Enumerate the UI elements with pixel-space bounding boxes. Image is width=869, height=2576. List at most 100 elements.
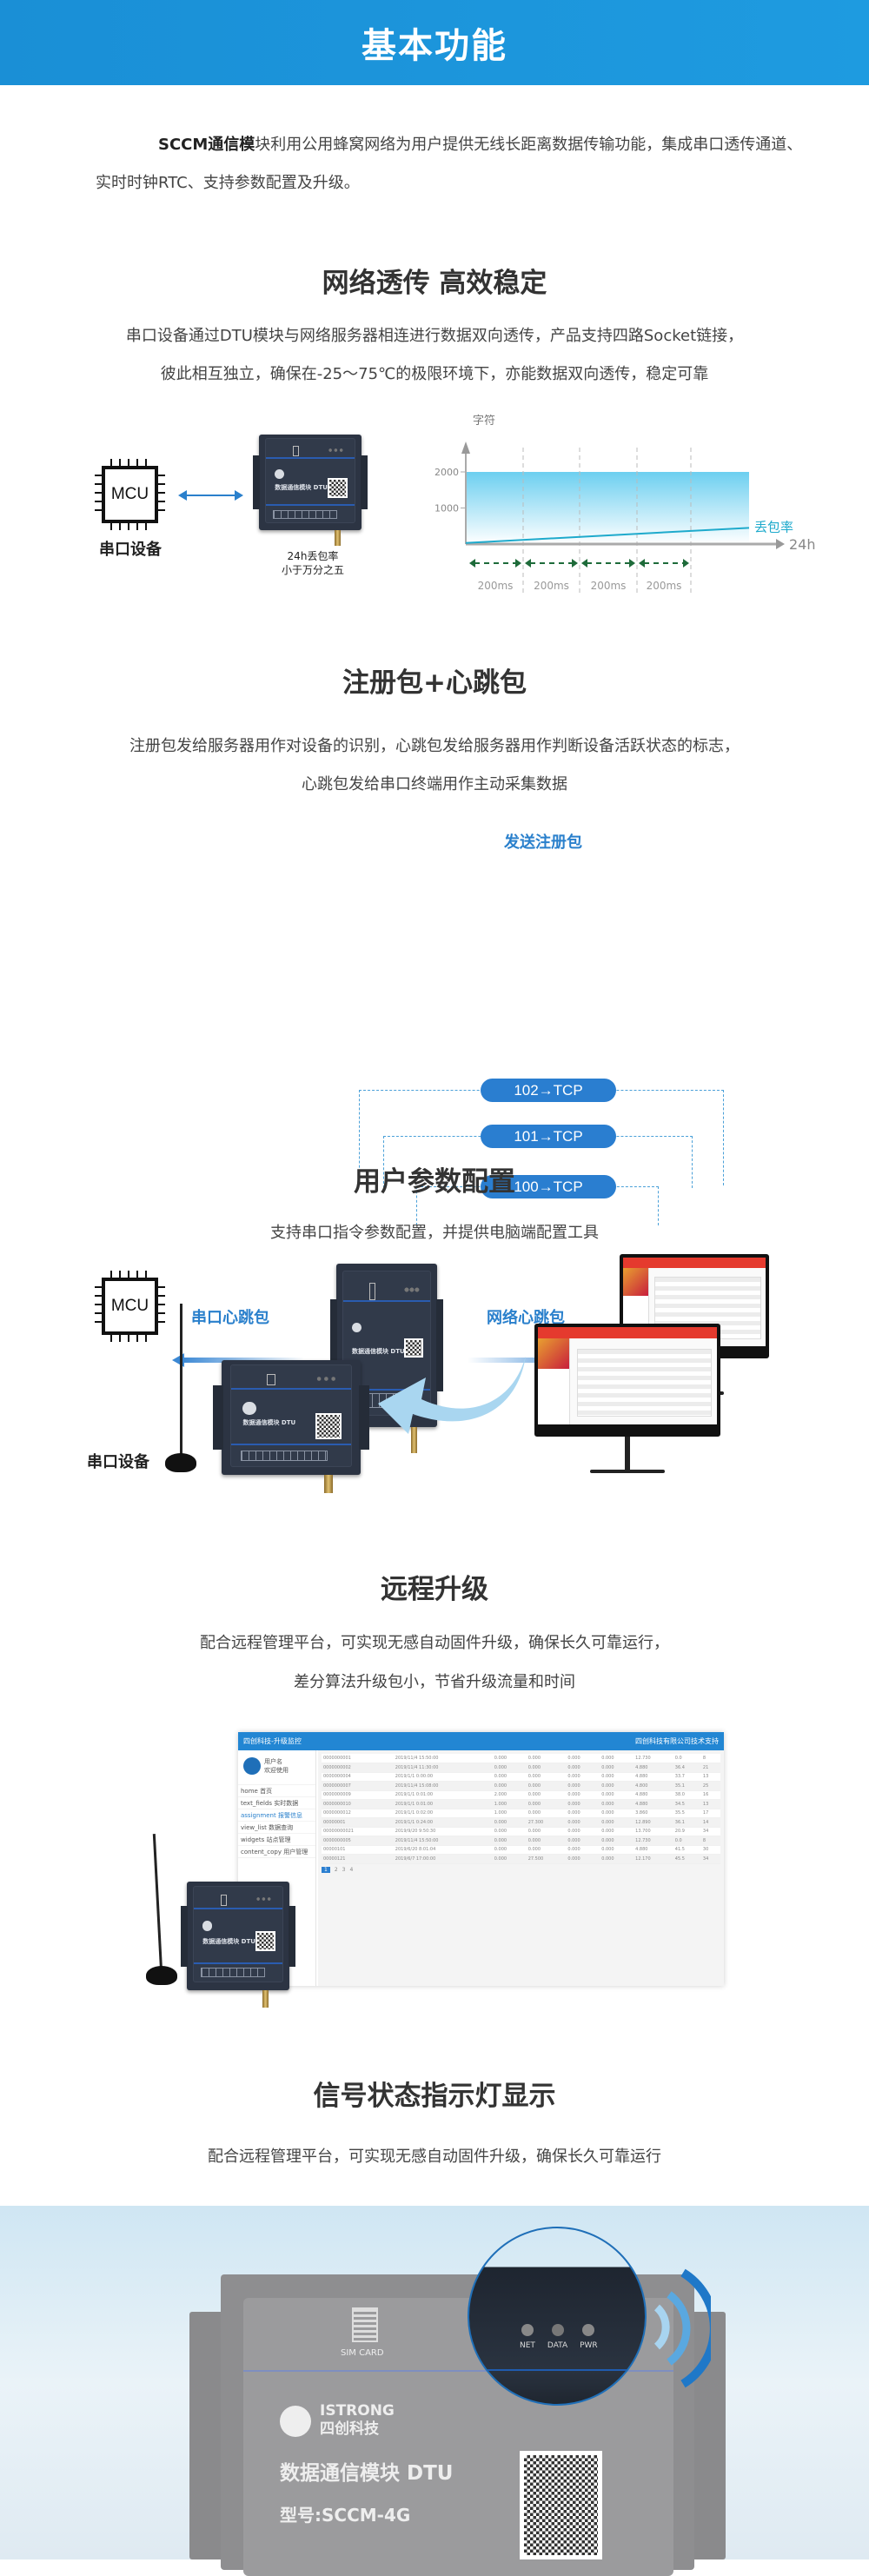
table-cell: 0000000002 [322,1763,394,1773]
table-cell: 4.880 [634,1799,673,1809]
table-cell: 0.000 [526,1845,567,1855]
dtu-device-2: 数据通信模块 DTU [330,1264,443,1454]
table-cell: 0.000 [600,1836,634,1846]
page-button[interactable]: 3 [342,1866,346,1873]
table-cell: 0.000 [600,1854,634,1864]
intro-text: 块利用公用蜂窝网络为用户提供无线长距离数据传输功能，集成串口透传通道、实时时钟R… [96,136,803,192]
table-cell: 4.800 [634,1781,673,1791]
table-cell: 30 [700,1845,720,1855]
dtu-name: 数据通信模块 DTU [275,484,328,492]
dtu-name: 数据通信模块 DTU [242,1419,296,1427]
mcu-label: MCU [110,485,149,503]
interval-label-2: 200ms [591,580,627,592]
table-cell: 2019/1/1 0:00:00 [393,1772,493,1782]
dtu-name: 数据通信模块 DTU [202,1937,255,1945]
y-axis-arrow-icon [461,442,470,454]
table-cell: 0.000 [566,1790,600,1800]
section1-line-2: 彼此相互独立，确保在-25～75℃的极限环境下，亦能数据双向透传，稳定可靠 [160,365,709,383]
menu-users[interactable]: content_copy 用户管理 [238,1846,315,1858]
x-axis-arrow-icon [776,539,785,549]
upgrade-dashboard: 四创科技-升级监控 四创科技有限公司技术支持 用户名欢迎使用 home 首页 t… [238,1732,724,1986]
table-cell: 2019/11/4 15:50:00 [393,1754,493,1763]
table-cell: 8 [700,1754,720,1763]
monitor-config [534,1324,720,1473]
section-title-transparent: 网络透传 高效稳定 [322,268,547,299]
table-cell: 00000001 [322,1817,394,1828]
table-cell: 0.000 [566,1781,600,1791]
table-cell: 2.000 [492,1790,527,1800]
table-cell: 0.000 [492,1836,527,1846]
page-button[interactable]: 4 [349,1866,354,1873]
x-axis-label: 24h [789,536,816,553]
dashboard-sidebar: 用户名欢迎使用 home 首页 text_fields 实时数据 assignm… [238,1750,316,1986]
table-cell: 0000000010 [322,1799,394,1809]
table-cell: 0.000 [566,1827,600,1836]
table-cell: 0.0 [673,1836,701,1846]
table-cell: 0.000 [600,1809,634,1818]
table-cell: 0.000 [600,1817,634,1828]
table-cell: 34 [700,1854,720,1864]
page-button[interactable]: 1 [322,1866,330,1873]
device-caption: 24h丢包率 小于万分之五 [261,549,365,577]
mcu-chip: MCU [95,459,165,530]
led-magnifier: NET DATA PWR [468,2227,647,2406]
device-name: 数据通信模块 DTU [280,2462,454,2485]
table-cell: 2019/1/1 0:02:00 [393,1809,493,1818]
led-pwr: PWR [580,2341,598,2350]
table-cell: 0000000007 [322,1781,394,1791]
y-axis-label: 字符 [473,414,495,428]
sim-card-icon [352,2307,378,2342]
dtu-name: 数据通信模块 DTU [351,1348,405,1356]
section4-line-1: 配合远程管理平台，可实现无感自动固件升级，确保长久可靠运行， [200,1634,669,1652]
menu-alarm[interactable]: assignment 报警信息 [238,1809,315,1822]
page-button[interactable]: 2 [334,1866,338,1873]
table-cell: 2019/11/4 15:08:00 [393,1781,493,1791]
table-cell: 0.000 [492,1754,527,1763]
table-cell: 0.000 [600,1781,634,1791]
table-cell: 0000000012 [322,1809,394,1818]
table-cell: 12.890 [634,1817,673,1828]
table-cell: 0.000 [526,1790,567,1800]
table-cell: 21 [700,1763,720,1773]
dtu-device-4: 数据通信模块 DTU [180,1882,296,2008]
table-cell: 0.000 [492,1763,527,1773]
section-title-upgrade: 远程升级 [381,1574,488,1605]
table-cell: 13 [700,1799,720,1809]
table-cell: 0.000 [526,1772,567,1782]
menu-home[interactable]: home 首页 [238,1785,315,1797]
menu-realtime[interactable]: text_fields 实时数据 [238,1797,315,1809]
table-cell: 0.000 [600,1763,634,1773]
table-cell: 12.730 [634,1836,673,1846]
dtu-device-1: 数据通信模块 DTU [252,435,368,546]
menu-query[interactable]: view_list 数据查询 [238,1822,315,1834]
table-cell: 14 [700,1817,720,1828]
table-cell: 0.000 [566,1754,600,1763]
antenna-base [165,1453,196,1472]
table-cell: 0.000 [600,1772,634,1782]
table-cell: 45.5 [673,1854,701,1864]
interval-label-0: 200ms [478,580,514,592]
packet-loss-line [465,527,750,544]
qr-code [520,2451,602,2559]
interval-arrowheads-3 [639,559,689,568]
table-cell: 0.000 [492,1827,527,1836]
table-cell: 8 [700,1836,720,1846]
section-title-indicator: 信号状态指示灯显示 [313,2081,556,2112]
table-cell: 13 [700,1772,720,1782]
table-cell: 0.000 [492,1854,527,1864]
menu-station[interactable]: widgets 站点管理 [238,1834,315,1846]
section2-line-2: 心跳包发给串口终端用作主动采集数据 [302,775,567,793]
